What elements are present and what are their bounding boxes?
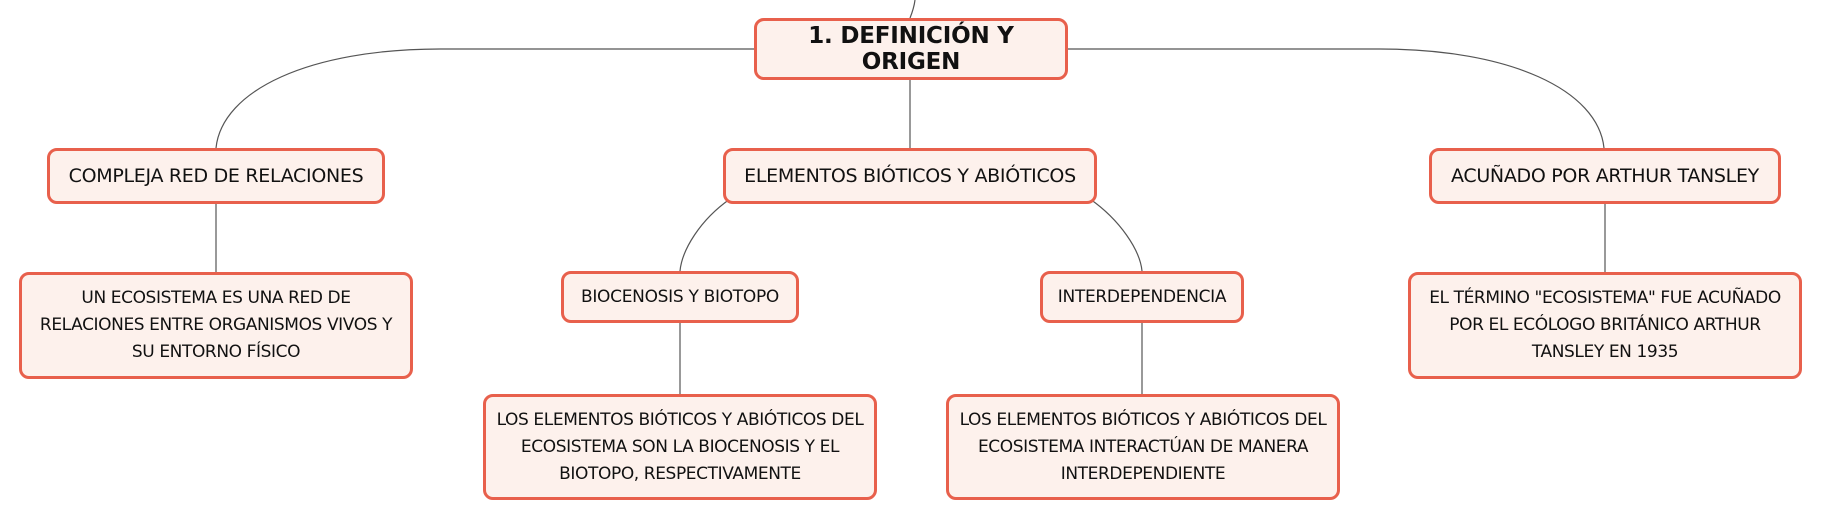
subtopic-label: BIOCENOSIS Y BIOTOPO [580, 287, 779, 307]
connector-root-to-acunado [1068, 48, 1605, 149]
detail-text: UN ECOSISTEMA ES UNA RED DE RELACIONES E… [39, 288, 393, 362]
topic-label: ELEMENTOS BIÓTICOS Y ABIÓTICOS [744, 165, 1076, 187]
topic-node-acunado-tansley[interactable]: ACUÑADO POR ARTHUR TANSLEY [1429, 148, 1781, 204]
connector-elementos-to-biocenosis [679, 198, 731, 272]
detail-node-biocenosis-biotopo[interactable]: LOS ELEMENTOS BIÓTICOS Y ABIÓTICOS DEL E… [483, 394, 877, 500]
connector-root-to-compleja [215, 48, 754, 149]
topic-label: COMPLEJA RED DE RELACIONES [68, 165, 364, 187]
root-topic-node[interactable]: 1. DEFINICIÓN Y ORIGEN [754, 18, 1068, 80]
topic-node-compleja-red[interactable]: COMPLEJA RED DE RELACIONES [47, 148, 385, 204]
connector-root-parent [909, 0, 916, 19]
detail-node-interdependencia[interactable]: LOS ELEMENTOS BIÓTICOS Y ABIÓTICOS DEL E… [946, 394, 1340, 500]
topic-label: ACUÑADO POR ARTHUR TANSLEY [1451, 165, 1759, 187]
subtopic-node-interdependencia[interactable]: INTERDEPENDENCIA [1040, 271, 1244, 323]
detail-text: LOS ELEMENTOS BIÓTICOS Y ABIÓTICOS DEL E… [959, 409, 1327, 484]
detail-text: LOS ELEMENTOS BIÓTICOS Y ABIÓTICOS DEL E… [496, 409, 864, 484]
connector-elementos-to-interdependencia [1089, 198, 1143, 272]
subtopic-node-biocenosis-biotopo[interactable]: BIOCENOSIS Y BIOTOPO [561, 271, 799, 323]
subtopic-label: INTERDEPENDENCIA [1057, 287, 1227, 307]
root-topic-label: 1. DEFINICIÓN Y ORIGEN [808, 23, 1014, 75]
topic-node-elementos-bioticos[interactable]: ELEMENTOS BIÓTICOS Y ABIÓTICOS [723, 148, 1097, 204]
detail-text: EL TÉRMINO "ECOSISTEMA" FUE ACUÑADO POR … [1429, 288, 1781, 362]
detail-node-compleja-red[interactable]: UN ECOSISTEMA ES UNA RED DE RELACIONES E… [19, 272, 413, 379]
detail-node-acunado-tansley[interactable]: EL TÉRMINO "ECOSISTEMA" FUE ACUÑADO POR … [1408, 272, 1802, 379]
